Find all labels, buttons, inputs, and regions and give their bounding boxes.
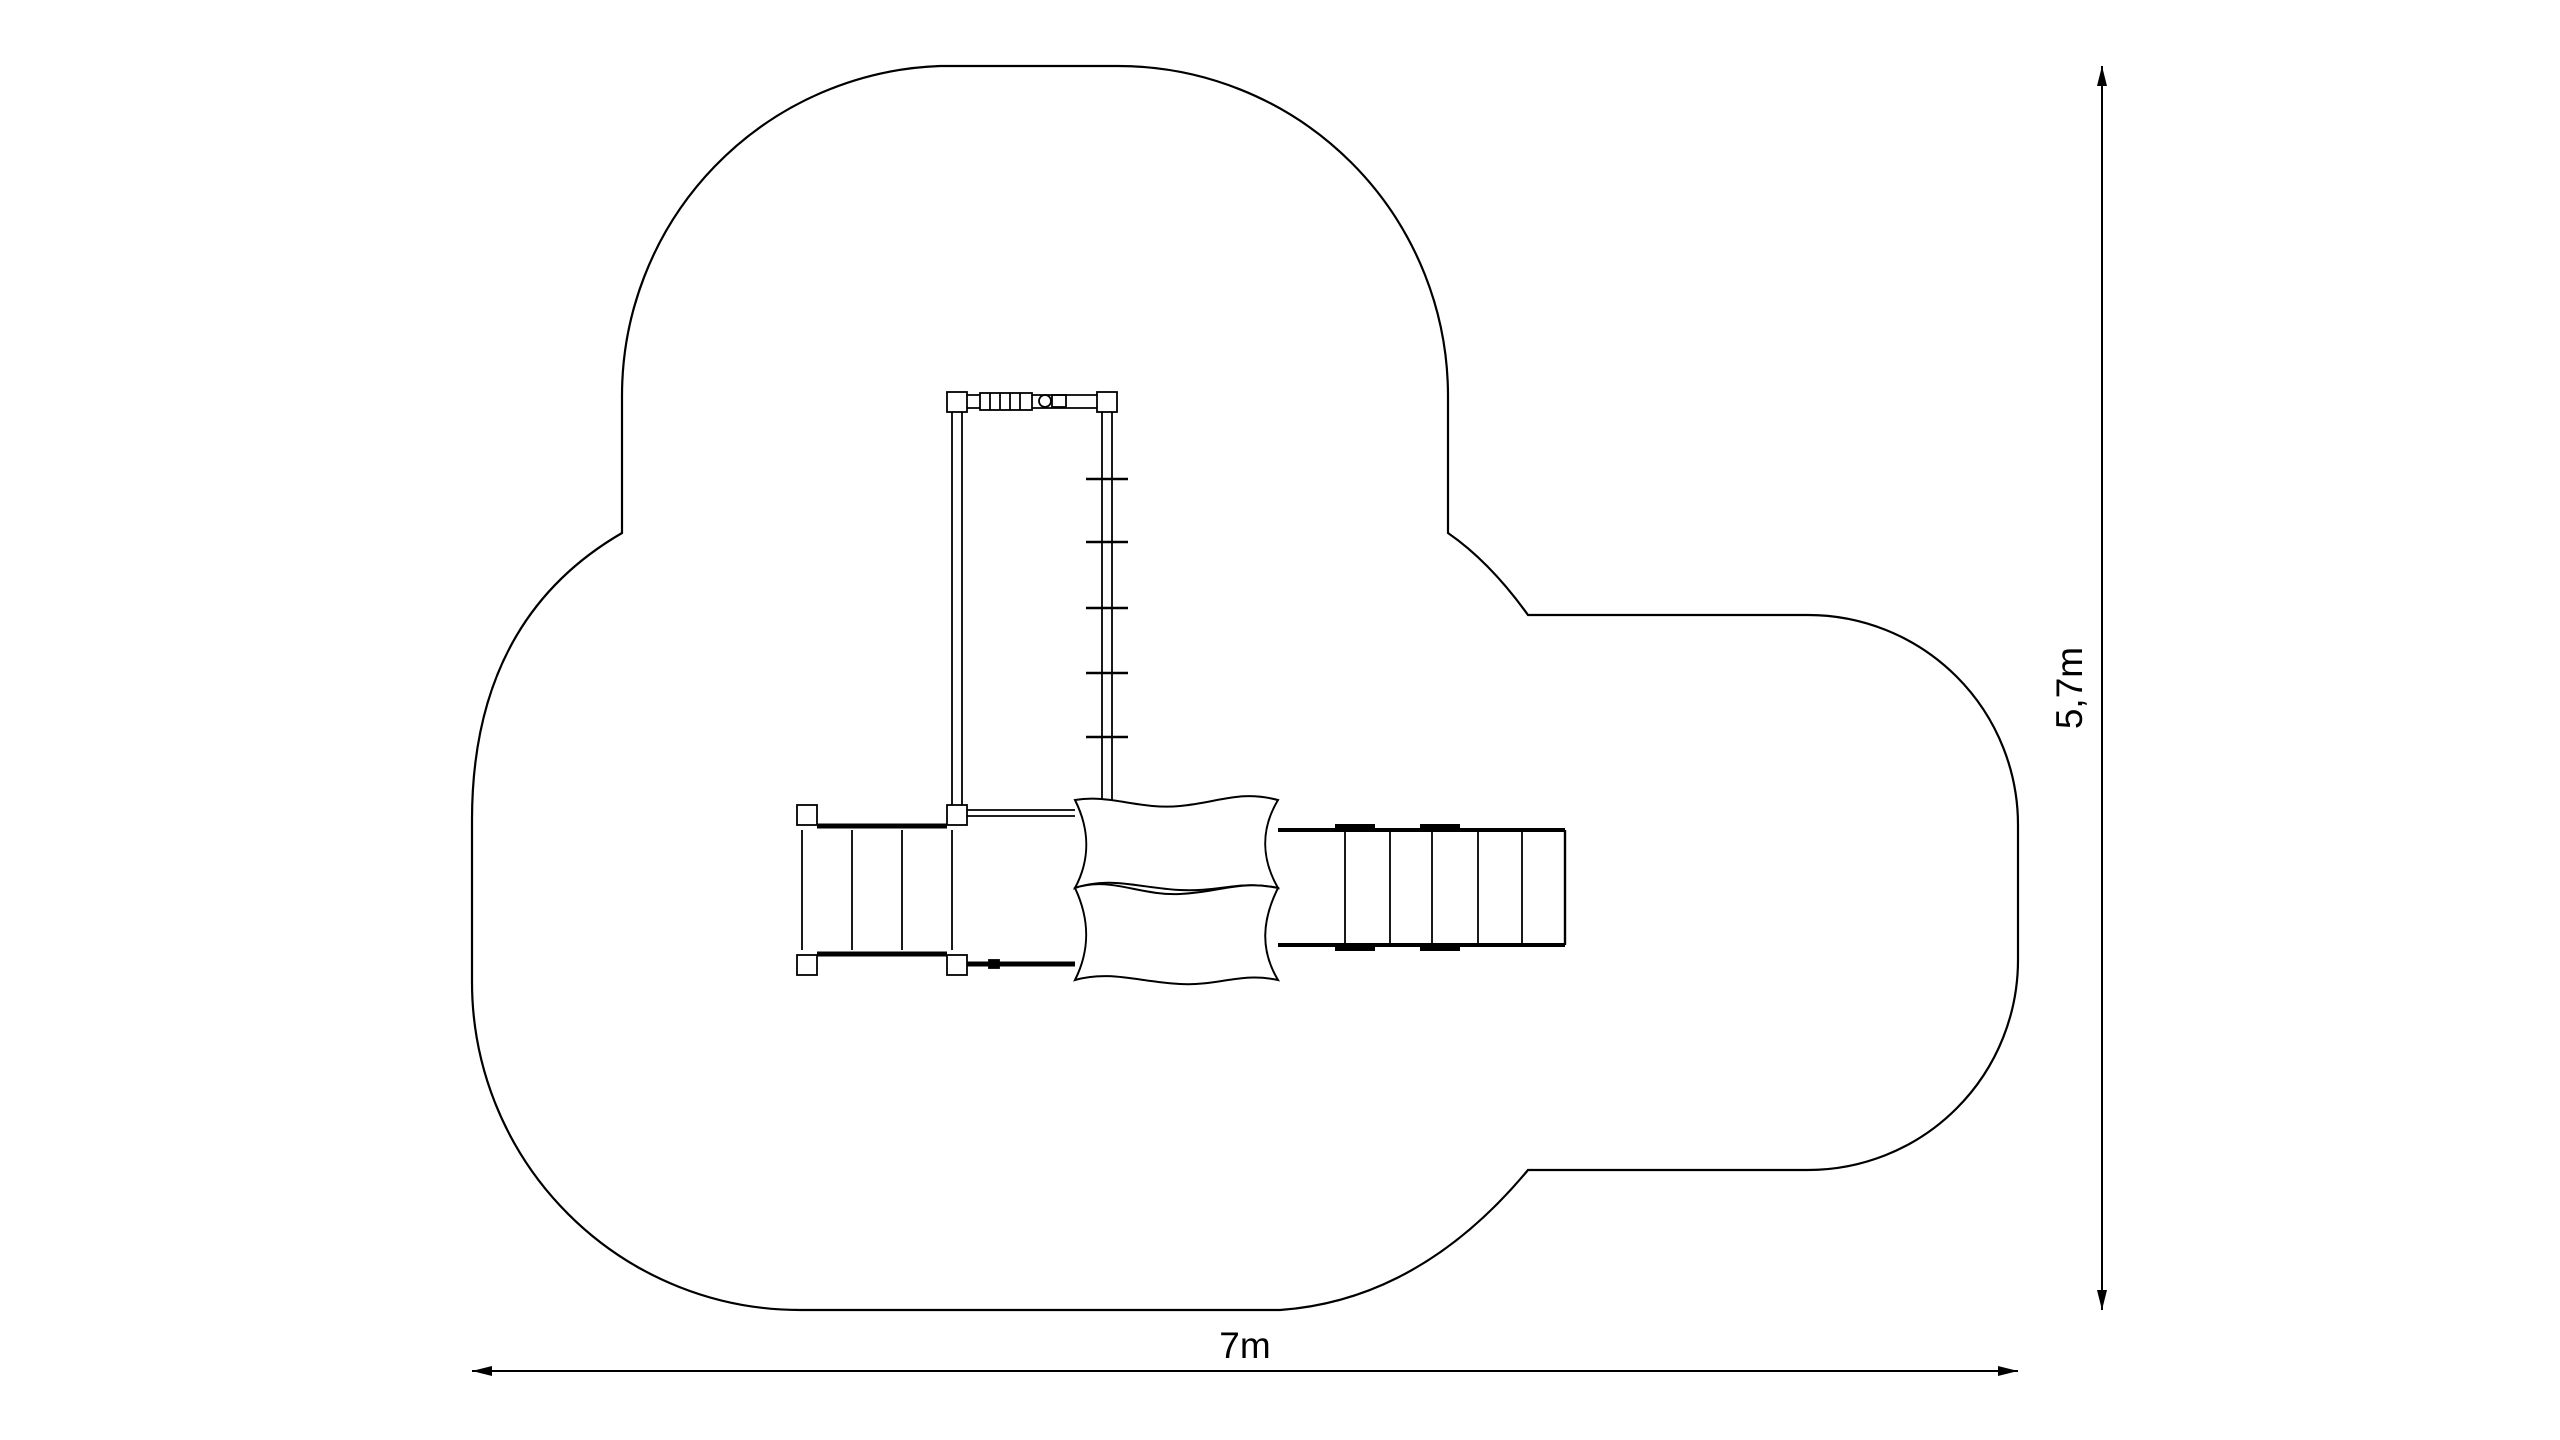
uprights (951, 410, 1113, 810)
height-dimension: 5,7m (2049, 66, 2107, 1310)
safety-zone-outline (470, 64, 2020, 1312)
connector-rails (967, 809, 1075, 969)
width-label: 7m (1219, 1325, 1270, 1366)
left-platform (801, 823, 953, 957)
climbing-rungs (1086, 477, 1128, 739)
right-ramp (1278, 824, 1567, 951)
play-equipment (796, 391, 1567, 986)
central-panels (1072, 795, 1281, 986)
width-dimension: 7m (472, 1325, 2018, 1376)
swing-seat (979, 392, 1033, 411)
posts (796, 391, 1118, 976)
height-label: 5,7m (2049, 647, 2090, 729)
top-beam (957, 392, 1105, 411)
swing-hook (1038, 394, 1052, 408)
